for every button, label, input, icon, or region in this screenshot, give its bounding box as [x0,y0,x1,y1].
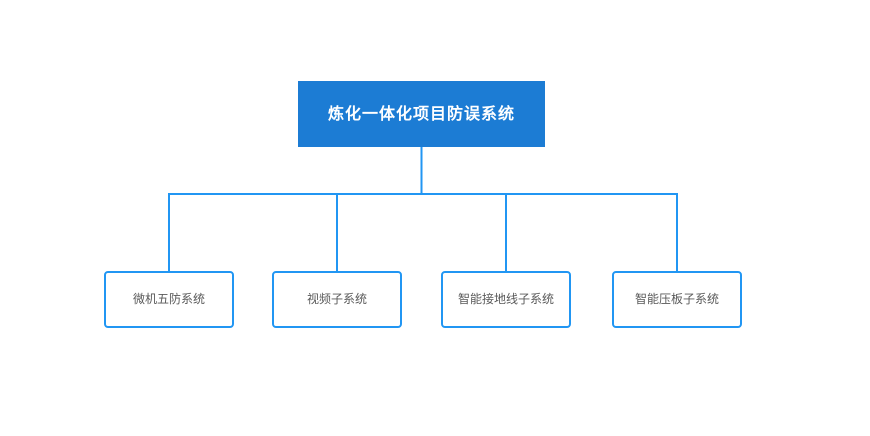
node-child-2[interactable]: 视频子系统 [272,271,402,328]
node-root[interactable]: 炼化一体化项目防误系统 [298,81,545,147]
node-child-1[interactable]: 微机五防系统 [104,271,234,328]
node-child-3-label: 智能接地线子系统 [457,291,554,306]
node-root-label: 炼化一体化项目防误系统 [327,103,515,123]
node-child-4-label: 智能压板子系统 [634,291,719,306]
node-child-1-label: 微机五防系统 [132,291,205,306]
node-child-3[interactable]: 智能接地线子系统 [441,271,571,328]
node-child-2-label: 视频子系统 [306,291,367,306]
node-child-4[interactable]: 智能压板子系统 [612,271,742,328]
